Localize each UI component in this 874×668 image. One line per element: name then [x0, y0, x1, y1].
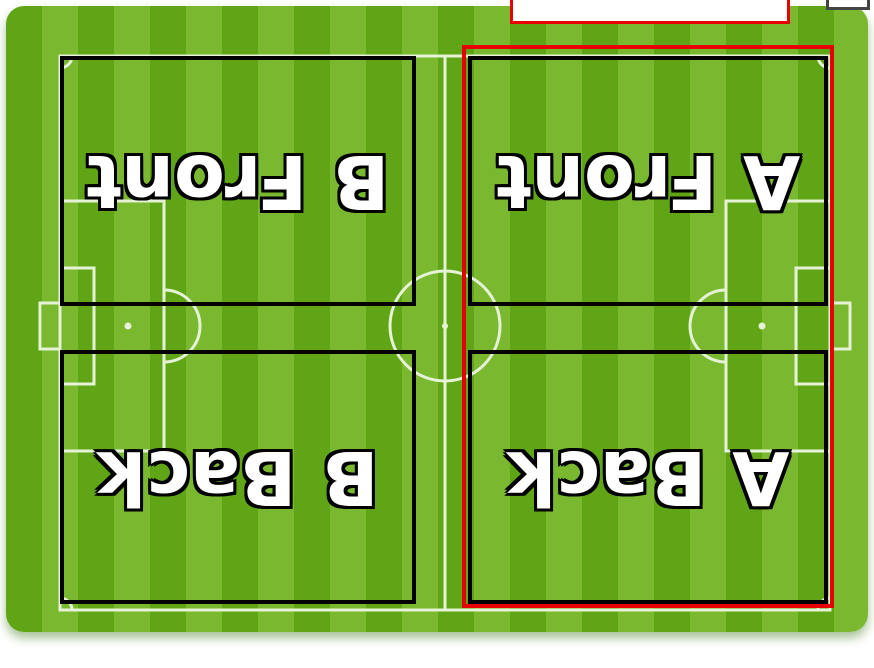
left-goal [40, 303, 60, 349]
zone-b-front-label: B Front [86, 138, 389, 224]
zone-b-front[interactable]: B Front [60, 56, 416, 306]
team-a-highlight [462, 45, 834, 608]
center-spot [442, 323, 448, 329]
zone-b-back[interactable]: B Back [60, 350, 416, 604]
left-penalty-spot [125, 323, 132, 330]
zone-b-back-label: B Back [97, 434, 379, 520]
corner-mark [826, 0, 870, 10]
top-tag [510, 0, 790, 24]
